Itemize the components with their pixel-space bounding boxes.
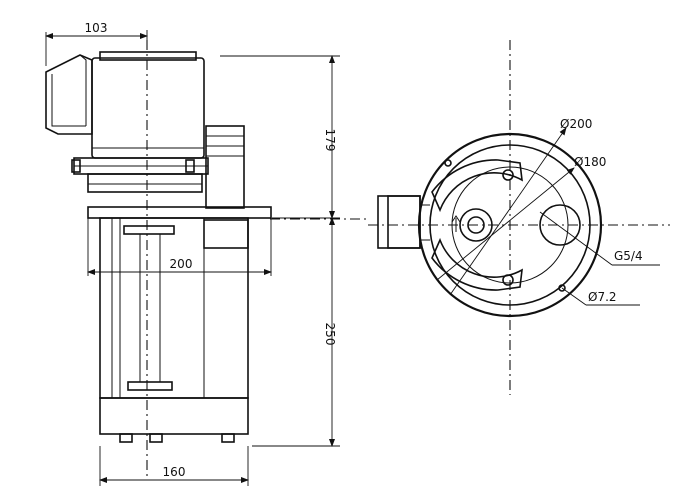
dimension-160-label: 160 [163,465,186,479]
dimension-200: 200 [87,218,272,276]
inner-flange [431,159,523,213]
label-g54: G5/4 [614,249,643,263]
dimension-250-label: 250 [323,323,337,346]
shaft-inner [467,216,485,234]
dimension-179-label: 179 [323,129,337,152]
motor-housing [91,51,205,159]
plan-terminal-box [377,195,430,249]
bolt-hole-1 [502,169,514,181]
outlet-hole [539,204,581,246]
leader-hole [561,287,587,306]
dimension-vertical: 179 250 [220,55,340,447]
pump-feet [119,433,235,443]
side-box [205,125,245,209]
label-d180: Ø180 [574,155,606,169]
leader-g54 [539,211,613,266]
inner-flange-lower [431,237,523,291]
pump-body [99,217,249,435]
bolt-hole-3 [444,159,452,167]
bolt-hole-4 [558,284,566,292]
side-elevation-view: 103 200 160 179 250 [45,21,368,486]
dimension-103: 103 [45,21,148,66]
shaft-outer [459,208,493,242]
bolt-circle [429,144,591,306]
motor-flange [71,157,209,193]
label-d200: Ø200 [560,117,592,131]
dimension-103-label: 103 [85,21,108,35]
bolt-hole-2 [502,274,514,286]
outer-circle [417,132,603,318]
inner-circle [451,166,569,284]
leader-d180 [436,167,575,281]
dimension-160: 160 [99,446,249,486]
dimension-200-label: 200 [170,257,193,271]
rotation-arrow [451,215,461,232]
terminal-box [45,54,93,135]
leader-d200 [449,127,567,296]
label-hole: Ø7.2 [588,290,617,304]
plan-view: Ø200 Ø180 G5/4 Ø7.2 [368,40,670,395]
